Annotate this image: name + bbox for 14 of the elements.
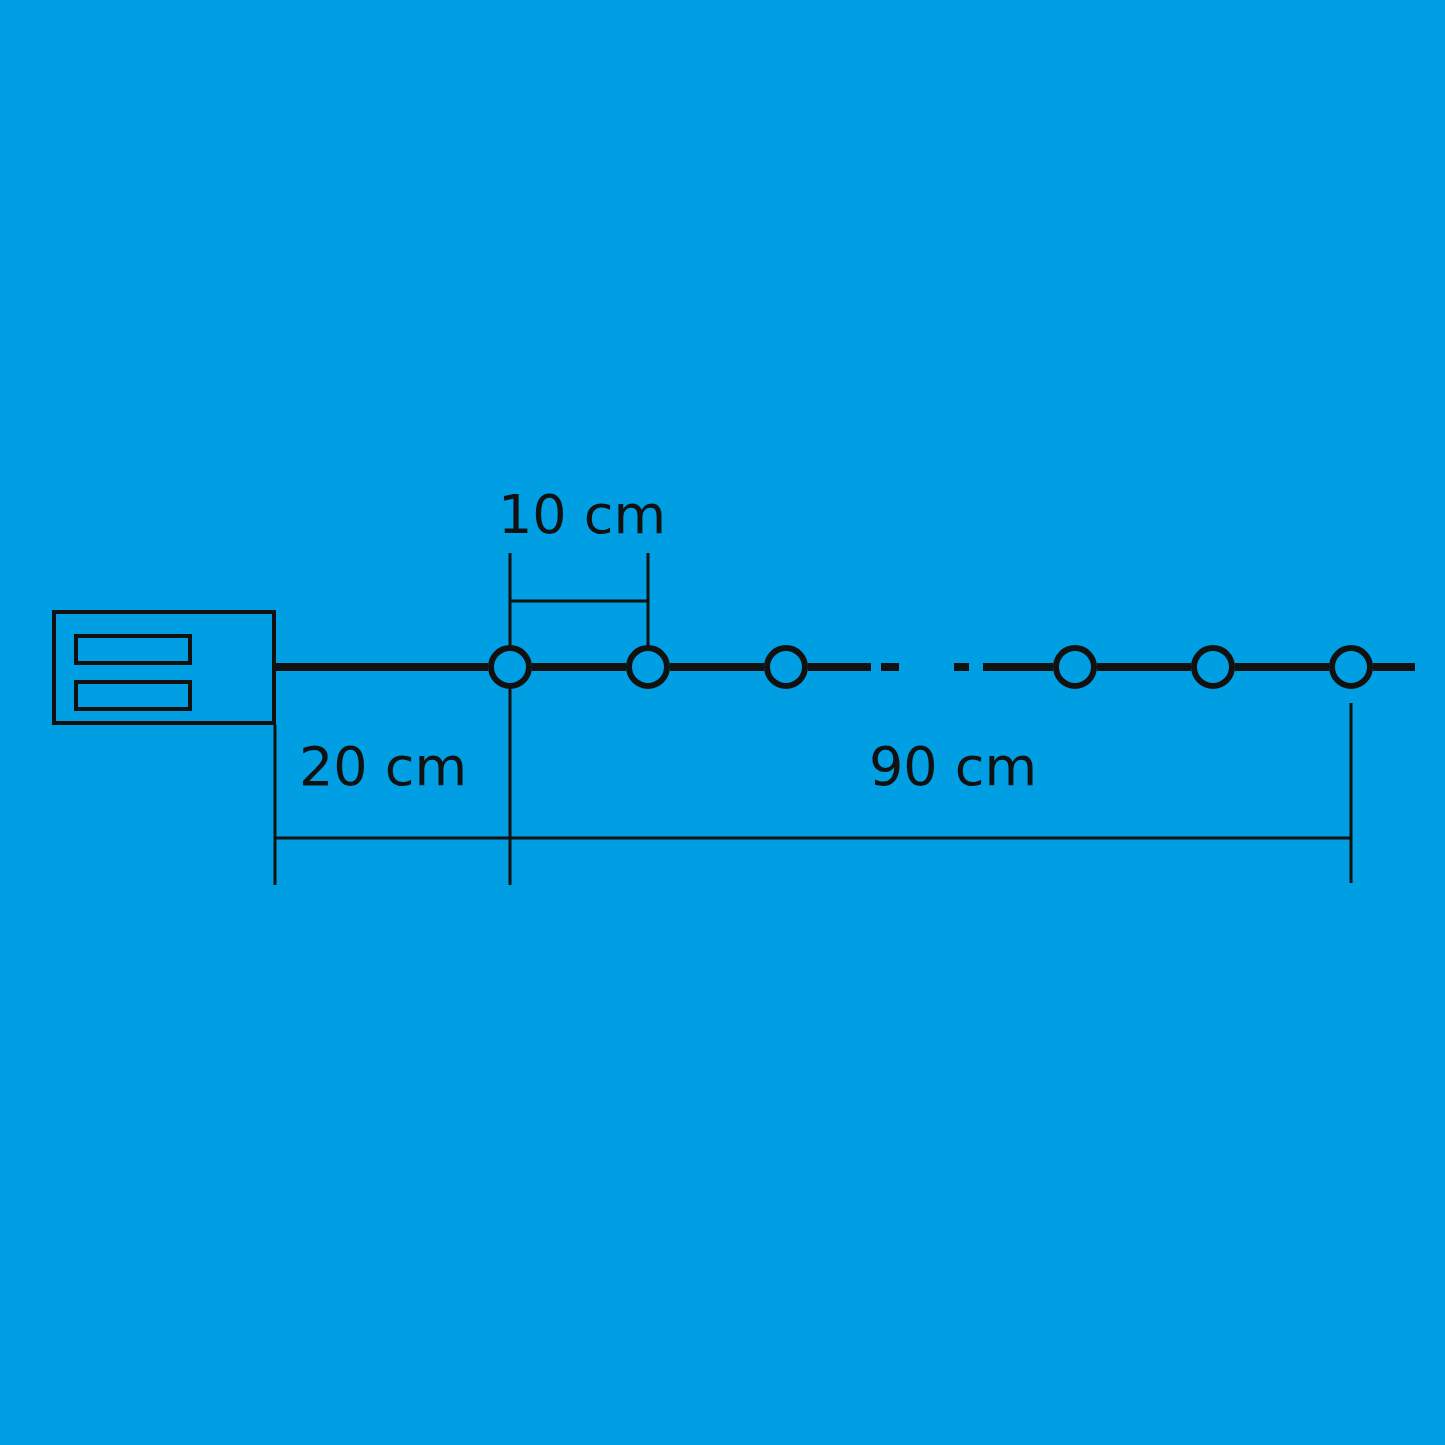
battery-box [52, 610, 276, 725]
bulb-circle [1191, 645, 1235, 689]
bulb-circle [626, 645, 670, 689]
cable-line [1097, 663, 1191, 671]
dimension-label: 10 cm [497, 488, 667, 542]
cable-line [670, 663, 764, 671]
cable-line [1235, 663, 1329, 671]
dimension-label: 20 cm [298, 740, 468, 794]
bulb-circle [488, 645, 532, 689]
bulb-circle [1053, 645, 1097, 689]
bulb-circle [1329, 645, 1373, 689]
cable-line [532, 663, 626, 671]
dimension-label: 90 cm [868, 740, 1038, 794]
bulb-circle [764, 645, 808, 689]
